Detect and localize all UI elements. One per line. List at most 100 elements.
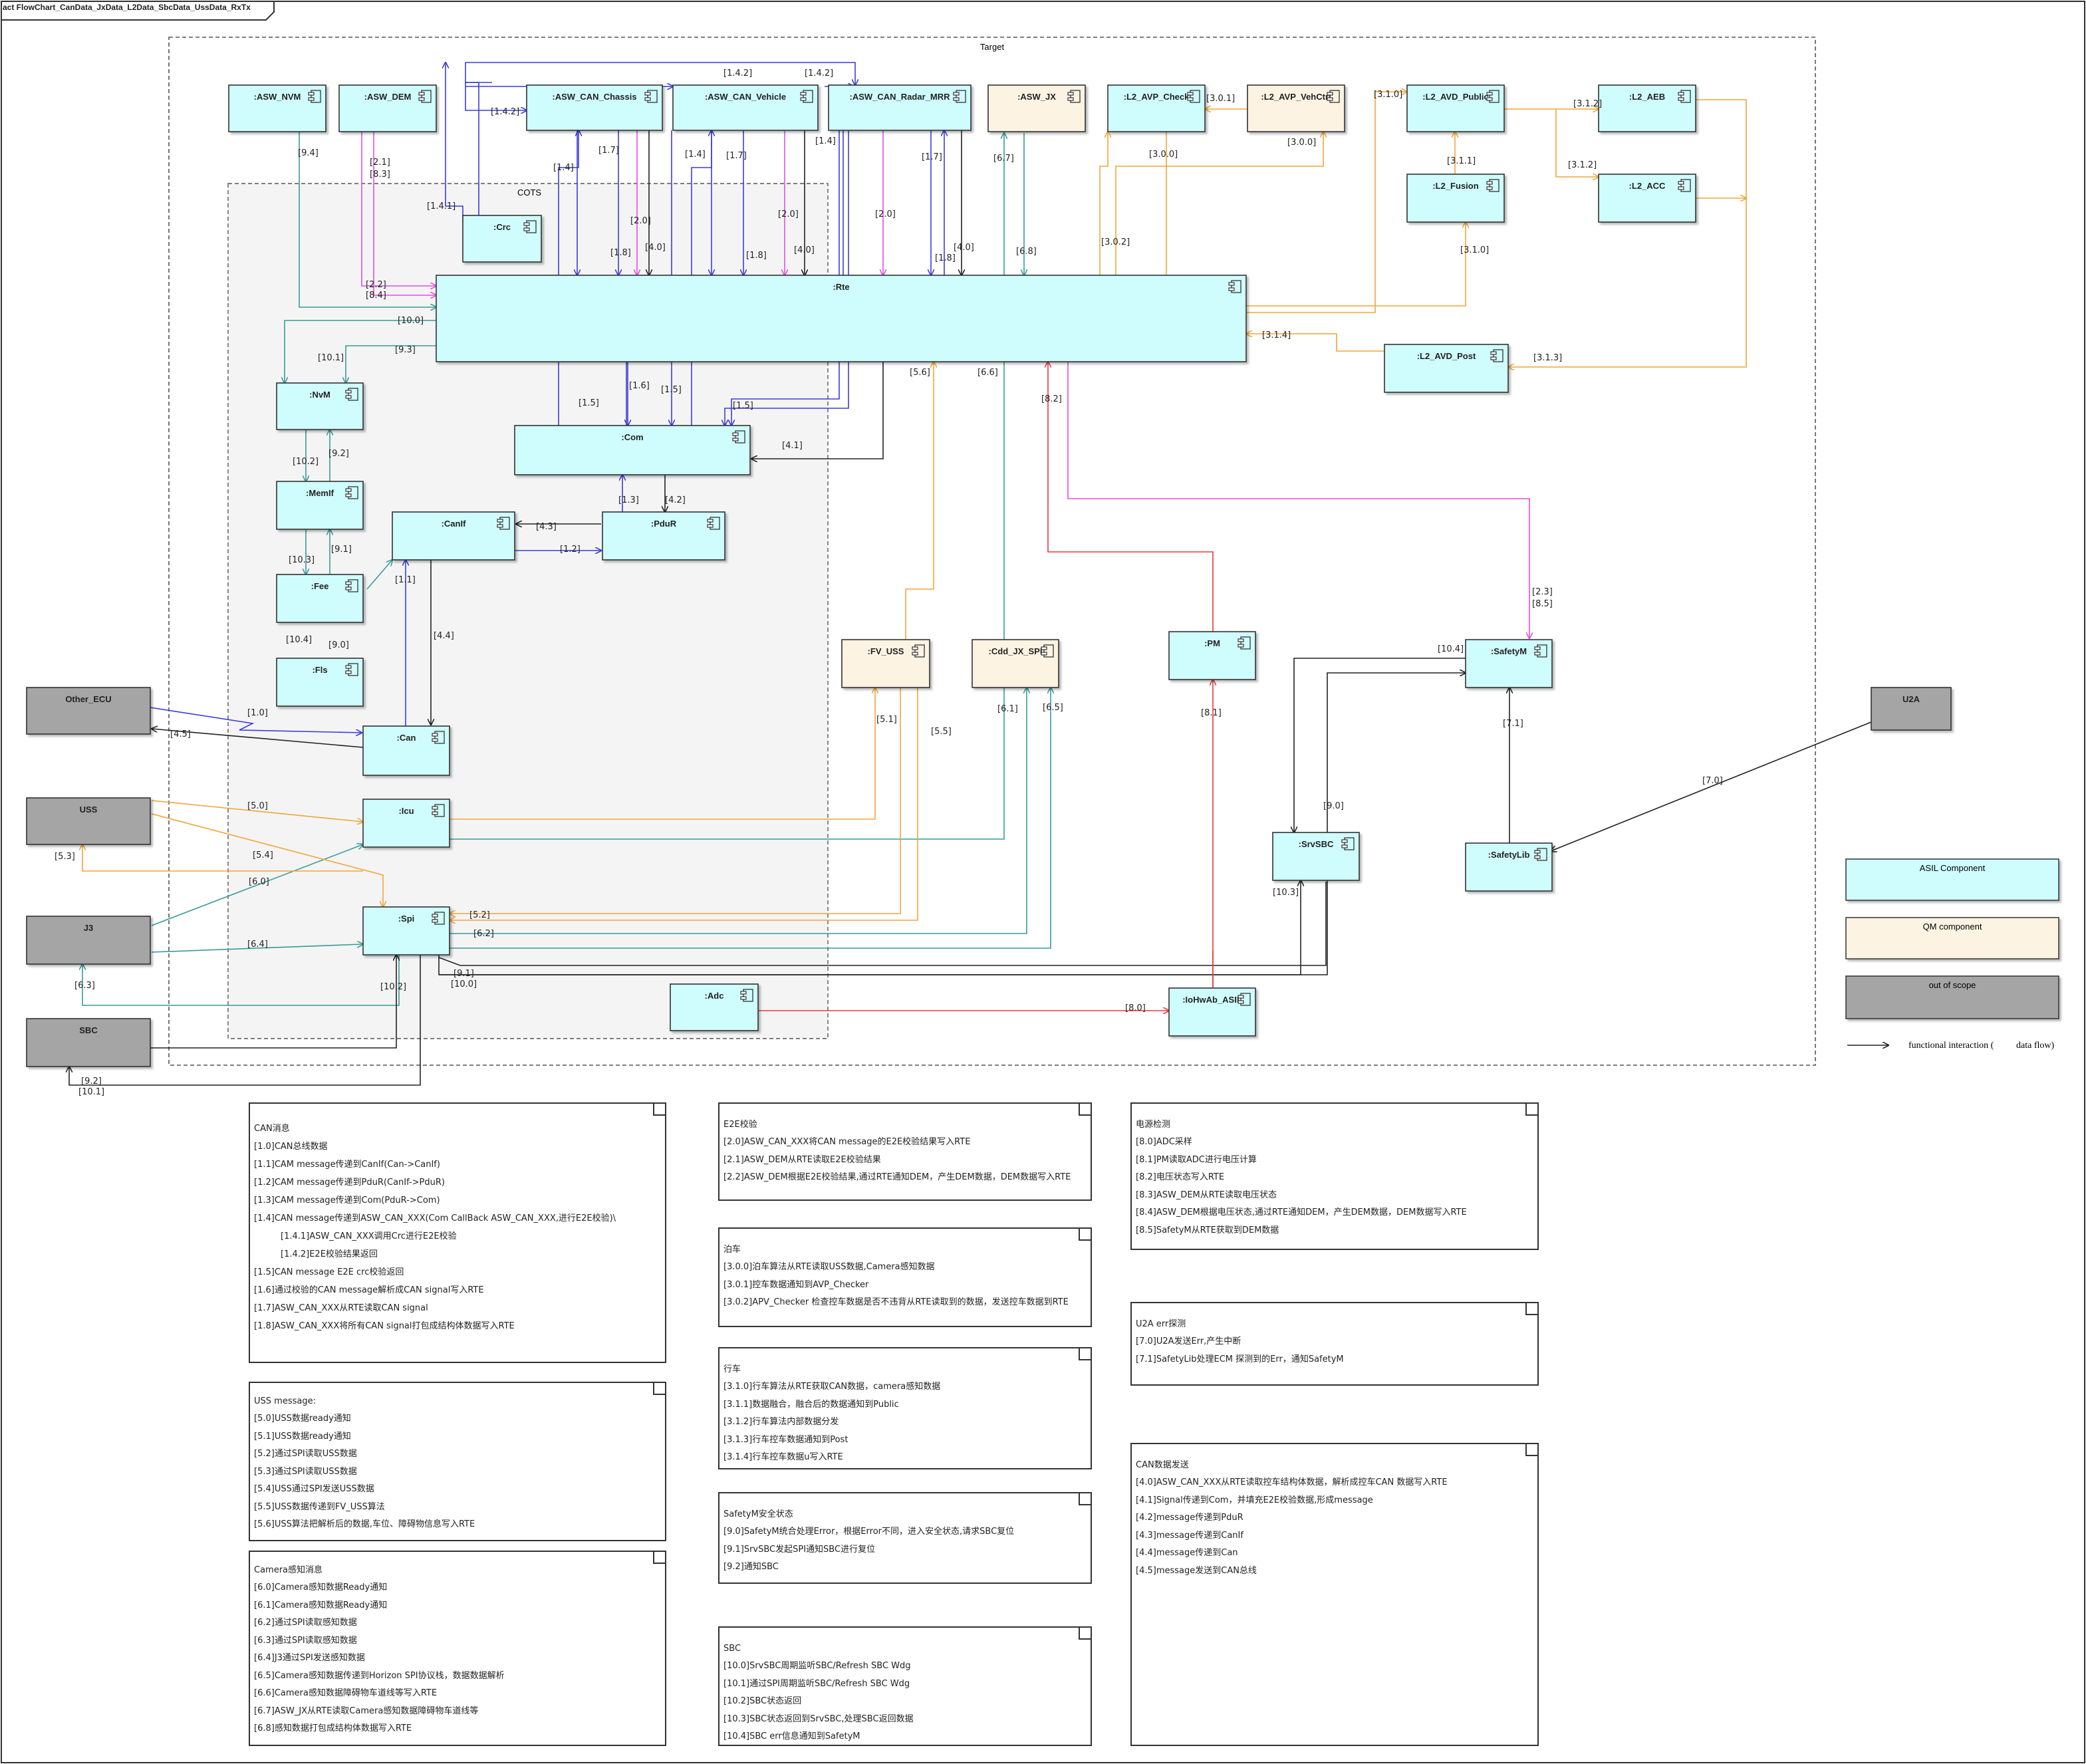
- flow-label: [8.0]: [1125, 1003, 1146, 1013]
- flow-label: [6.1]: [997, 704, 1018, 714]
- flow-label: [6.8]: [1016, 247, 1037, 257]
- flow-label: [9.2]: [328, 449, 349, 459]
- flow-label: [10.1]: [78, 1087, 104, 1097]
- component-name: :NvM: [309, 390, 330, 400]
- component-icon: [1534, 644, 1547, 658]
- component-name: :L2_AEB: [1629, 92, 1665, 102]
- component-fls: :Fls: [276, 658, 364, 707]
- flow-label: [3.1.2]: [1573, 99, 1602, 109]
- note-line: [1.4.1]ASW_CAN_XXX调用Crc进行E2E校验: [281, 1231, 457, 1241]
- note-line: [1.6]通过校验的CAN message解析成CAN signal写入RTE: [254, 1285, 484, 1295]
- flow-label: [1.8]: [610, 248, 631, 258]
- component-srvsbc: :SrvSBC: [1272, 832, 1360, 881]
- flow-label: [9.0]: [1323, 801, 1344, 811]
- flow-label: [9.3]: [395, 345, 416, 355]
- cots-label: COTS: [517, 188, 541, 197]
- flow-edge: [151, 813, 383, 907]
- component-other-ecu: Other_ECU: [26, 687, 151, 735]
- flow-label: [2.2]: [366, 280, 386, 290]
- component-name: :FV_USS: [868, 646, 904, 656]
- component-name: :L2_AVD_Post: [1417, 351, 1476, 361]
- flow-edge: [285, 320, 436, 383]
- component-asw-jx: :ASW_JX: [987, 84, 1086, 132]
- note-line: [7.0]U2A发送Err,产生中断: [1136, 1336, 1241, 1346]
- note-power-title: 电源检测: [1136, 1120, 1171, 1130]
- flow-edge: [751, 362, 884, 459]
- flow-edge: [450, 688, 1005, 840]
- flow-edge: [731, 130, 840, 426]
- component-name: :ASW_CAN_Vehicle: [705, 92, 786, 102]
- note-park-title: 泊车: [723, 1245, 741, 1255]
- component-icon: [912, 644, 925, 658]
- component-icon: [345, 663, 358, 676]
- flow-label: [5.3]: [55, 852, 75, 862]
- flow-edge: [361, 130, 436, 286]
- flow-label: [1.2]: [560, 545, 581, 555]
- flow-label: [5.6]: [910, 368, 930, 378]
- component-nvm: :NvM: [276, 382, 364, 430]
- note-line: [6.1]Camera感知数据Ready通知: [254, 1600, 388, 1610]
- flow-label: [9.1]: [454, 969, 474, 979]
- flow-label: [8.3]: [370, 170, 390, 180]
- target-boundary: [168, 37, 1816, 1066]
- flow-edge: [465, 62, 855, 215]
- component-icon: [1327, 90, 1340, 103]
- component-l2-avd-post: :L2_AVD_Post: [1384, 344, 1509, 393]
- legend-asil-box: [1845, 858, 2059, 901]
- flow-label: [1.8]: [935, 253, 956, 263]
- flow-label: [4.2]: [665, 495, 686, 505]
- flow-label: [2.0]: [875, 209, 896, 219]
- note-sbc: SBC [10.0]SrvSBC周期监听SBC/Refresh SBC Wdg …: [718, 1626, 1092, 1746]
- flow-label: [1.4.2]: [805, 68, 833, 78]
- flow-edge: [1508, 99, 1747, 367]
- flow-label: [1.4.2]: [491, 107, 519, 117]
- legend-arrow-text-b: data flow): [2016, 1041, 2054, 1051]
- flow-edge: [1048, 362, 1214, 632]
- component-j3: J3: [26, 916, 151, 965]
- component-pdur: :PduR: [602, 511, 725, 561]
- note-line: [7.1]SafetyLib处理ECM 探测到的Err，通知SafetyM: [1136, 1354, 1344, 1364]
- flow-label: [1.1]: [395, 575, 416, 585]
- note-line: [4.0]ASW_CAN_XXX从RTE读取控车结构体数据，解析成控车CAN 数…: [1136, 1477, 1448, 1487]
- component-icon: [1067, 90, 1081, 103]
- legend-asil-label: ASIL Component: [1920, 863, 1986, 873]
- legend: ASIL Component QM component out of scope…: [1845, 858, 2059, 1051]
- component-icon: [644, 90, 658, 103]
- component-name: :SafetyM: [1491, 646, 1527, 656]
- flow-label: [9.2]: [81, 1076, 102, 1086]
- flow-label: [10.0]: [398, 316, 424, 326]
- flow-label: [6.0]: [249, 877, 269, 887]
- component-name: :ASW_DEM: [364, 92, 412, 102]
- note-line: [1.7]ASW_CAN_XXX从RTE读取CAN signal: [254, 1303, 428, 1313]
- component-uss: USS: [26, 797, 151, 845]
- flow-label: [1.4.2]: [723, 68, 752, 78]
- legend-qm-box: [1845, 917, 2059, 959]
- note-line: [10.4]SBC err信息通知到SafetyM: [723, 1731, 860, 1741]
- flow-edge: [151, 800, 363, 822]
- edge-layer: [69, 62, 1872, 1086]
- flow-edge: [299, 132, 436, 307]
- flow-edge: [450, 688, 1051, 949]
- component-name: :Adc: [705, 991, 724, 1001]
- component-name: :ASW_CAN_Radar_MRR: [850, 92, 951, 102]
- flow-label: [4.0]: [954, 243, 974, 253]
- note-line: [9.2]通知SBC: [723, 1562, 779, 1572]
- legend-qm-label: QM component: [1923, 922, 1982, 932]
- component-box: [26, 687, 151, 735]
- label-layer: [1.4.2][1.4.2][1.4.2][1.4.1][1.4][1.4][1…: [55, 68, 1723, 1097]
- component-name: :Fls: [312, 665, 327, 675]
- flow-label: [10.2]: [380, 982, 406, 992]
- flow-label: [10.3]: [1273, 888, 1299, 898]
- component-name: :L2_ACC: [1629, 181, 1666, 191]
- component-icon: [432, 731, 445, 744]
- component-name: :MemIf: [306, 488, 334, 498]
- flow-label: [5.0]: [247, 801, 268, 811]
- component-u2a: U2A: [1871, 687, 1952, 731]
- flow-label: [4.0]: [645, 243, 666, 253]
- component-box: [972, 639, 1059, 688]
- flow-edge: [1099, 132, 1108, 275]
- component-pm: :PM: [1168, 631, 1256, 680]
- note-line: [10.0]SrvSBC周期监听SBC/Refresh SBC Wdg: [723, 1661, 911, 1671]
- note-line: [6.6]Camera感知数据障碍物车道线等写入RTE: [254, 1688, 438, 1698]
